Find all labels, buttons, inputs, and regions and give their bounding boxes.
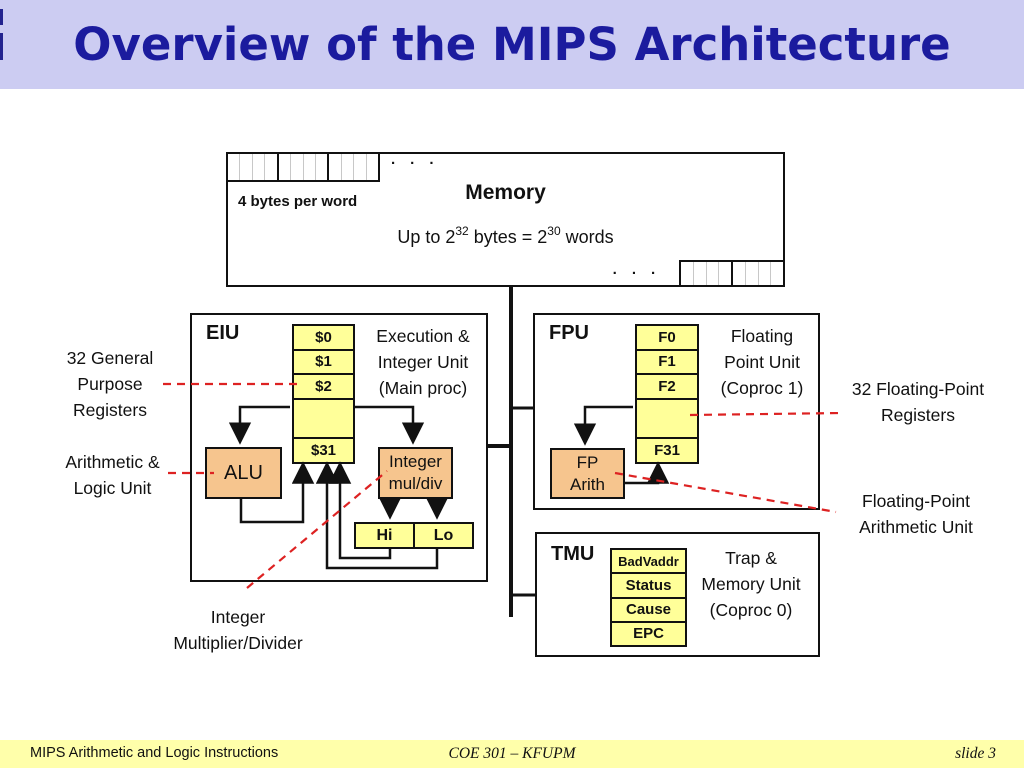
eiu-register-stack: $0 $1 $2 $31: [292, 324, 355, 464]
register-cell: Cause: [612, 599, 685, 623]
register-cell: BadVaddr: [612, 550, 685, 575]
memory-ellipsis-bottom: · · ·: [612, 265, 661, 282]
edge-artifact: [0, 33, 3, 60]
fpu-description-line: (Coproc 1): [720, 378, 804, 398]
memory-capacity-sup: 32: [455, 224, 469, 238]
fp-arith-label-line: Arith: [570, 474, 605, 494]
alu-box: ALU: [205, 447, 282, 499]
eiu-description-line: Integer Unit: [377, 352, 469, 372]
fpu-box: FPU Floating Point Unit (Coproc 1) F0 F1…: [533, 313, 820, 510]
memory-capacity: Up to 232 bytes = 230 words: [228, 224, 783, 248]
eiu-name: EIU: [206, 322, 240, 344]
register-cell: F0: [637, 326, 697, 351]
tmu-description-line: (Coproc 0): [709, 600, 793, 620]
tmu-description: Trap & Memory Unit (Coproc 0): [690, 545, 812, 623]
fpu-register-stack: F0 F1 F2 F31: [635, 324, 699, 464]
register-cell: F31: [654, 442, 680, 460]
register-cell: $31: [310, 442, 337, 460]
memory-title: Memory: [465, 181, 546, 204]
muldiv-label-line: Integer: [389, 452, 442, 471]
register-cell: F2: [637, 375, 697, 400]
word-cell: [279, 154, 330, 180]
fp-arith-label-line: FP: [576, 452, 599, 472]
register-cell: EPC: [633, 625, 664, 643]
memory-box: · · · 4 bytes per word Memory Up to 232 …: [226, 152, 785, 287]
tmu-register-stack: BadVaddr Status Cause EPC: [610, 548, 687, 647]
integer-muldiv-box: Integer mul/div: [378, 447, 453, 499]
word-cell: [733, 262, 783, 285]
annotation-line: Registers: [73, 400, 147, 420]
annotation-line: Arithmetic Unit: [859, 517, 973, 537]
alu-label: ALU: [224, 462, 263, 484]
memory-capacity-sup: 30: [547, 224, 561, 238]
hilo-registers: Hi Lo: [354, 522, 474, 549]
memory-word-cells-top: [226, 152, 380, 182]
fpu-name: FPU: [549, 322, 589, 344]
fpu-description: Floating Point Unit (Coproc 1): [702, 323, 822, 401]
footer-bar: MIPS Arithmetic and Logic Instructions C…: [0, 740, 1024, 768]
tmu-description-line: Trap &: [725, 548, 777, 568]
tmu-name: TMU: [551, 543, 595, 565]
register-cell-spacer: [294, 400, 353, 440]
annotation-line: Registers: [881, 405, 955, 425]
edge-artifact: [0, 9, 3, 25]
word-cell: [329, 154, 378, 180]
slide-title: Overview of the MIPS Architecture: [73, 18, 951, 71]
register-cell: F1: [637, 351, 697, 375]
memory-ellipsis-top: · · ·: [391, 155, 440, 172]
fpu-description-line: Point Unit: [724, 352, 800, 372]
register-cell-spacer: [637, 400, 697, 440]
footer-lecture-title: MIPS Arithmetic and Logic Instructions: [30, 745, 279, 761]
register-cell: $1: [294, 351, 353, 375]
lo-register: Lo: [433, 526, 454, 544]
annotation-line: Logic Unit: [73, 478, 152, 498]
word-cell: [681, 262, 733, 285]
fp-arith-box: FP Arith: [550, 448, 625, 499]
footer-course-code: COE 301 – KFUPM: [448, 745, 576, 762]
eiu-description: Execution & Integer Unit (Main proc): [358, 323, 488, 401]
hi-register: Hi: [356, 524, 415, 547]
memory-word-cells-bottom: [679, 260, 785, 287]
word-cell: [228, 154, 279, 180]
register-cell: $2: [294, 375, 353, 400]
title-bar: Overview of the MIPS Architecture: [0, 0, 1024, 89]
annotation-fpr: 32 Floating-Point Registers: [828, 376, 1008, 428]
annotation-line: 32 Floating-Point: [851, 379, 985, 399]
tmu-description-line: Memory Unit: [701, 574, 801, 594]
annotation-line: Floating-Point: [862, 491, 970, 511]
fpu-description-line: Floating: [730, 326, 794, 346]
annotation-fpau: Floating-Point Arithmetic Unit: [826, 488, 1006, 540]
tmu-box: TMU Trap & Memory Unit (Coproc 0) BadVad…: [535, 532, 820, 657]
annotation-muldiv: Integer Multiplier/Divider: [133, 604, 343, 656]
memory-capacity-part: words: [560, 227, 614, 247]
register-cell: $0: [294, 326, 353, 351]
memory-capacity-part: bytes = 2: [468, 227, 548, 247]
eiu-box: EIU Execution & Integer Unit (Main proc)…: [190, 313, 488, 582]
annotation-line: Multiplier/Divider: [173, 633, 303, 653]
memory-capacity-part: Up to 2: [397, 227, 456, 247]
annotation-alu: Arithmetic & Logic Unit: [35, 449, 190, 501]
eiu-description-line: (Main proc): [378, 378, 468, 398]
eiu-description-line: Execution &: [376, 326, 470, 346]
muldiv-label-line: mul/div: [388, 474, 443, 493]
annotation-gpr: 32 General Purpose Registers: [35, 345, 185, 423]
register-cell: Status: [612, 574, 685, 599]
annotation-line: Integer: [210, 607, 266, 627]
annotation-line: Purpose: [77, 374, 143, 394]
annotation-line: 32 General: [66, 348, 154, 368]
annotation-line: Arithmetic &: [65, 452, 160, 472]
memory-word-note: 4 bytes per word: [238, 193, 358, 210]
footer-slide-number: slide 3: [955, 745, 996, 762]
